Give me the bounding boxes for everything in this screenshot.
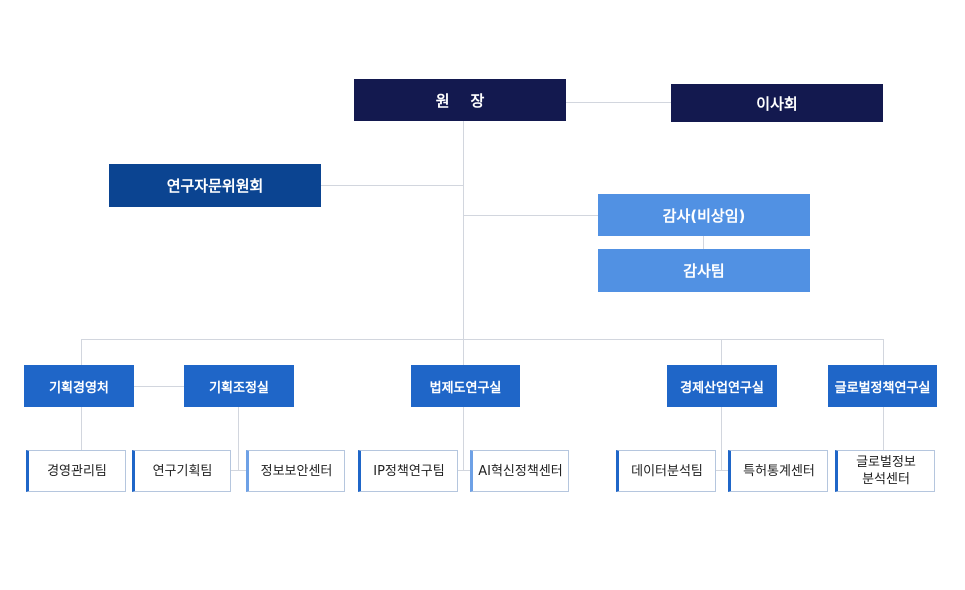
connector-dept-horizontal: [81, 339, 883, 340]
team-planning-label: 연구기획팀: [152, 463, 213, 479]
team-global-label: 글로벌정보 분석센터: [856, 455, 916, 487]
team-data-label: 데이터분석팀: [631, 463, 703, 479]
team-mgmt-box[interactable]: 경영관리팀: [26, 450, 126, 492]
team-mgmt-label: 경영관리팀: [47, 463, 107, 479]
connector-advisory: [321, 185, 463, 186]
audit-team-label: 감사팀: [683, 262, 725, 280]
team-ip-label: IP정책연구팀: [373, 463, 445, 479]
connector-drop-legal: [463, 339, 464, 365]
advisory-committee-box[interactable]: 연구자문위원회: [109, 164, 321, 207]
connector-auditor: [463, 215, 598, 216]
connector-coord-team: [238, 407, 239, 470]
dept-legal-box[interactable]: 법제도연구실: [411, 365, 520, 407]
dept-economic-box[interactable]: 경제산업연구실: [667, 365, 777, 407]
board-label: 이사회: [756, 94, 798, 113]
team-ip-box[interactable]: IP정책연구팀: [358, 450, 458, 492]
director-label: 원 장: [435, 91, 485, 110]
team-security-label: 정보보안센터: [260, 463, 333, 479]
connector-drop-global: [883, 339, 884, 365]
connector-auditor-team: [703, 236, 704, 249]
team-ai-box[interactable]: AI혁신정책센터: [470, 450, 569, 492]
dept-coordination-label: 기획조정실: [209, 380, 269, 396]
connector-econ-team: [721, 407, 722, 470]
team-patent-box[interactable]: 특허통계센터: [728, 450, 828, 492]
connector-coord-security: [231, 470, 246, 471]
auditor-box[interactable]: 감사(비상임): [598, 194, 810, 236]
dept-global-label: 글로벌정책연구실: [834, 380, 931, 396]
team-ai-label: AI혁신정책센터: [478, 463, 563, 479]
connector-econ-patent: [716, 470, 728, 471]
dept-legal-label: 법제도연구실: [429, 380, 502, 396]
connector-drop-management: [81, 339, 82, 365]
advisory-committee-label: 연구자문위원회: [166, 177, 264, 195]
dept-economic-label: 경제산업연구실: [680, 380, 764, 396]
dept-management-box[interactable]: 기획경영처: [24, 365, 134, 407]
connector-director-board: [566, 102, 671, 103]
connector-legal-team: [463, 407, 464, 470]
connector-global-team: [883, 407, 884, 450]
connector-mgmt-coord: [134, 386, 184, 387]
connector-drop-economic: [721, 339, 722, 365]
team-global-box[interactable]: 글로벌정보 분석센터: [835, 450, 935, 492]
connector-main-trunk: [463, 121, 464, 339]
connector-mgmt-team: [81, 407, 82, 450]
auditor-label: 감사(비상임): [662, 206, 746, 225]
dept-management-label: 기획경영처: [49, 380, 109, 396]
board-box[interactable]: 이사회: [671, 84, 883, 122]
dept-coordination-box[interactable]: 기획조정실: [184, 365, 294, 407]
connector-legal-ai: [458, 470, 470, 471]
team-data-box[interactable]: 데이터분석팀: [616, 450, 716, 492]
team-planning-box[interactable]: 연구기획팀: [132, 450, 231, 492]
dept-global-box[interactable]: 글로벌정책연구실: [828, 365, 937, 407]
team-patent-label: 특허통계센터: [743, 463, 815, 479]
team-security-box[interactable]: 정보보안센터: [246, 450, 345, 492]
audit-team-box[interactable]: 감사팀: [598, 249, 810, 292]
director-box[interactable]: 원 장: [354, 79, 566, 121]
